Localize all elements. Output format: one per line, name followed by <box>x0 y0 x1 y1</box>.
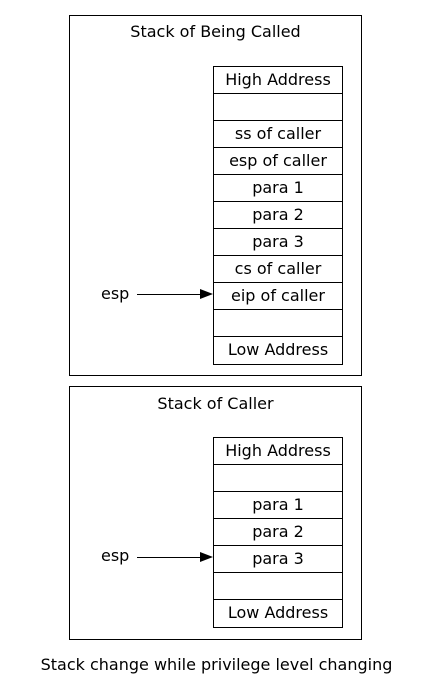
stack-cell: High Address <box>214 67 342 94</box>
stack-cell: para 1 <box>214 492 342 519</box>
stack-cell: para 3 <box>214 229 342 256</box>
stack-cell <box>214 465 342 492</box>
callee-esp-arrowhead-icon <box>200 289 213 299</box>
callee-stack-title: Stack of Being Called <box>130 22 301 41</box>
stack-cell <box>214 573 342 600</box>
stack-cell: para 3 <box>214 546 342 573</box>
stack-cell: Low Address <box>227 603 329 622</box>
caller-stack-title: Stack of Caller <box>157 394 274 413</box>
callee-stack-panel: Stack of Being Called High Address ss of… <box>69 15 362 376</box>
caller-stack-panel: Stack of Caller High Address para 1 para… <box>69 386 362 640</box>
stack-cell <box>214 94 342 121</box>
caller-esp-arrow-line <box>137 557 201 558</box>
callee-esp-arrow-line <box>137 294 201 295</box>
stack-cell: cs of caller <box>214 256 342 283</box>
stack-cell: para 1 <box>214 175 342 202</box>
stack-cell: eip of caller <box>214 283 342 310</box>
callee-stack: High Address ss of caller esp of caller … <box>213 66 343 365</box>
stack-cell: High Address <box>214 438 342 465</box>
stack-cell: esp of caller <box>214 148 342 175</box>
stack-cell: para 2 <box>214 202 342 229</box>
caller-esp-arrowhead-icon <box>200 552 213 562</box>
caller-stack: High Address para 1 para 2 para 3 Low Ad… <box>213 437 343 628</box>
stack-cell <box>214 310 342 337</box>
stack-cell: ss of caller <box>214 121 342 148</box>
diagram-caption: Stack change while privilege level chang… <box>40 655 393 674</box>
caller-esp-label: esp <box>101 546 130 565</box>
stack-cell: Low Address <box>227 340 329 359</box>
stack-cell: para 2 <box>214 519 342 546</box>
callee-esp-label: esp <box>101 284 130 303</box>
